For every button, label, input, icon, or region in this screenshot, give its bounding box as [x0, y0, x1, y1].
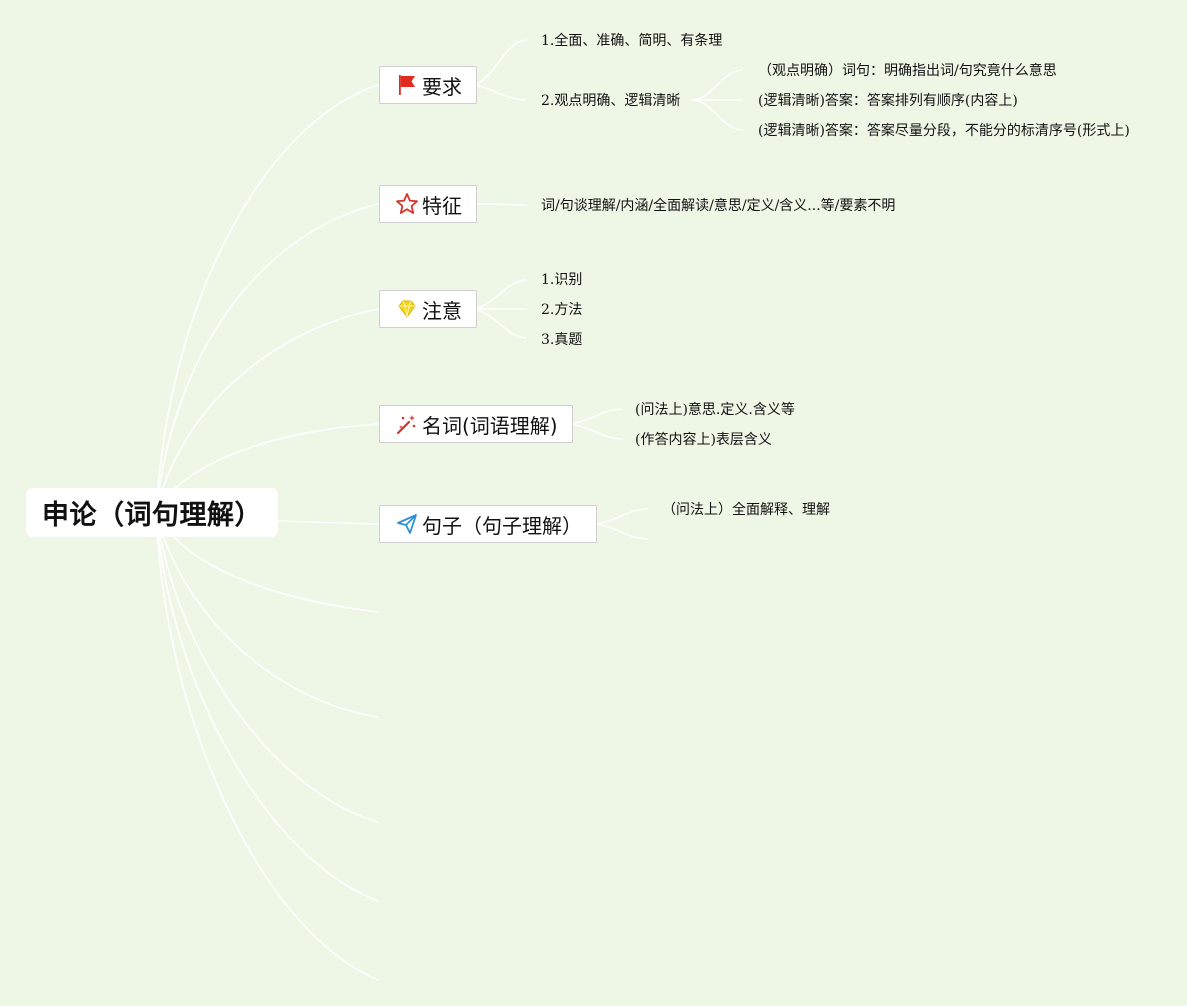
leaf-text[interactable]: 3.真题 [541, 332, 583, 348]
paper-plane-icon [395, 512, 419, 536]
branch-label: 名词(词语理解) [422, 413, 558, 438]
root-topic-label: 申论（词句理解） [42, 500, 262, 531]
leaf-text[interactable]: (作答内容上)表层含义 [635, 432, 772, 448]
branch-notes[interactable]: 注意 [379, 290, 477, 328]
connector-noun-2 [569, 423, 623, 440]
connector-root-empty-2 [155, 511, 379, 718]
connector-req-1 [475, 39, 527, 86]
leaf-text[interactable]: (逻辑清晰)答案：答案排列有顺序(内容上) [758, 93, 1018, 109]
leaf-text[interactable]: 2.方法 [541, 302, 583, 318]
branch-sentence[interactable]: 句子（句子理解） [379, 505, 597, 543]
branch-label: 句子（句子理解） [422, 513, 582, 538]
connector-note-1 [475, 279, 527, 310]
magic-wand-sparkle-icon [395, 412, 419, 436]
red-star-outline-icon [395, 192, 419, 216]
leaf-text[interactable]: 2.观点明确、逻辑清晰 [541, 93, 681, 109]
connector-sent-2 [595, 523, 649, 540]
connector-note-3 [475, 308, 527, 339]
red-flag-icon [395, 73, 419, 97]
branch-label: 注意 [422, 298, 462, 323]
branch-label: 特征 [422, 193, 462, 218]
connector-root-empty-5 [155, 511, 379, 981]
leaf-text[interactable]: 词/句谈理解/内涵/全面解读/意思/定义/含义...等/要素不明 [541, 198, 896, 214]
connector-noun-1 [569, 408, 623, 425]
connector-root-empty-3 [155, 511, 379, 823]
branch-requirements[interactable]: 要求 [379, 66, 477, 104]
leaf-text[interactable]: 1.识别 [541, 272, 583, 288]
root-topic[interactable]: 申论（词句理解） [26, 488, 278, 537]
connector-feat-1 [475, 203, 527, 206]
leaf-text[interactable]: (逻辑清晰)答案：答案尽量分段，不能分的标清序号(形式上) [758, 123, 1130, 139]
leaf-text[interactable]: (问法上)意思.定义.含义等 [635, 402, 795, 418]
leaf-text[interactable]: （观点明确）词句：明确指出词/句究竟什么意思 [758, 63, 1057, 79]
branch-label: 要求 [422, 74, 462, 99]
leaf-text[interactable]: 1.全面、准确、简明、有条理 [541, 33, 723, 49]
connector-req-2 [475, 84, 527, 101]
leaf-text[interactable]: （问法上）全面解释、理解 [662, 502, 830, 518]
connector-req-2-1 [691, 69, 743, 101]
connector-root-empty-4 [155, 511, 379, 902]
connector-root-branch-1 [155, 84, 379, 513]
branch-features[interactable]: 特征 [379, 185, 477, 223]
connector-req-2-3 [691, 99, 743, 131]
connector-root-branch-3 [155, 308, 379, 513]
yellow-diamond-icon [395, 297, 419, 321]
branch-noun[interactable]: 名词(词语理解) [379, 405, 573, 443]
connector-root-branch-2 [155, 203, 379, 513]
connector-root-branch-5 [277, 520, 379, 525]
connector-sent-1 [595, 508, 649, 525]
